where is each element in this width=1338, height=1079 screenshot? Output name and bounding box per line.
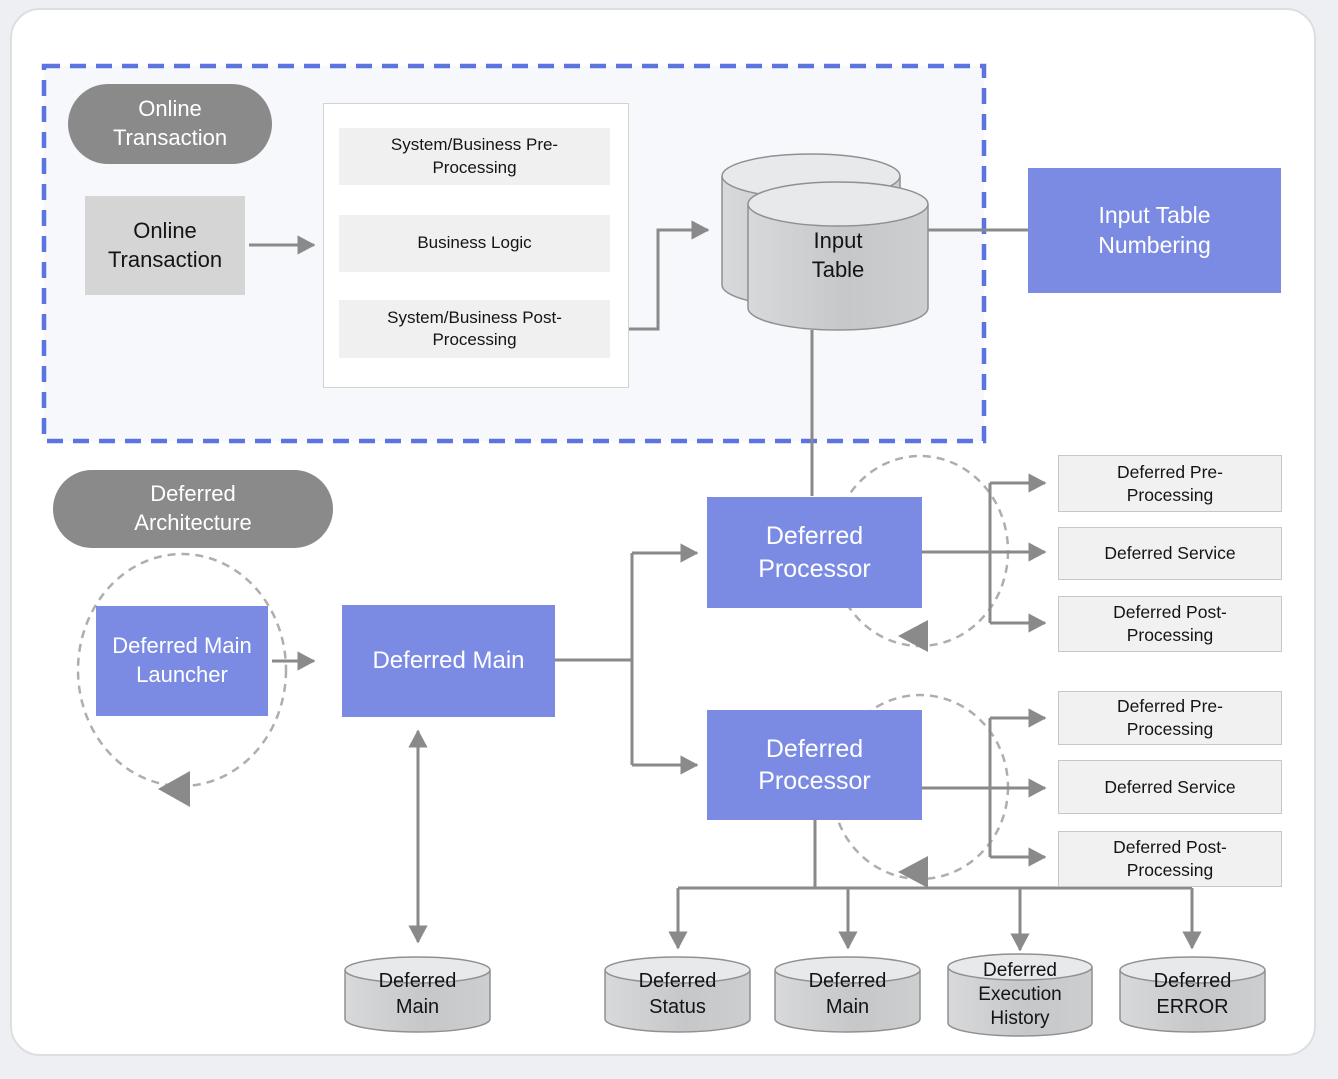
connector-lines <box>249 220 1202 952</box>
deferred-main-store-cylinder <box>344 956 491 1033</box>
deferred-main-box: Deferred Main <box>342 605 555 717</box>
processor-top-loop-arrowhead <box>898 620 928 652</box>
online-transaction-section-pill: Online Transaction <box>68 84 272 164</box>
deferred-pre-processing-top-box: Deferred Pre- Processing <box>1058 455 1282 512</box>
deferred-main-mid-store-cylinder <box>774 956 921 1033</box>
pipeline-pre-processing-box: System/Business Pre- Processing <box>339 128 610 185</box>
deferred-main-launcher-box: Deferred Main Launcher <box>96 606 268 716</box>
deferred-architecture-section-pill: Deferred Architecture <box>53 470 333 548</box>
deferred-history-store-label: Deferred Execution History <box>978 960 1062 1029</box>
deferred-post-processing-bottom-box: Deferred Post- Processing <box>1058 831 1282 887</box>
deferred-error-store-label: Deferred ERROR <box>1153 970 1232 1018</box>
deferred-pre-processing-bottom-box: Deferred Pre- Processing <box>1058 691 1282 745</box>
input-table-cylinder <box>721 153 929 331</box>
deferred-post-processing-top-box: Deferred Post- Processing <box>1058 596 1282 652</box>
processor-bottom-loop-arrowhead <box>898 856 928 888</box>
deferred-service-top-box: Deferred Service <box>1058 527 1282 580</box>
deferred-status-store-label: Deferred Status <box>638 970 717 1018</box>
online-transaction-source-box: Online Transaction <box>85 196 245 295</box>
input-table-numbering-box: Input Table Numbering <box>1028 168 1281 293</box>
launcher-loop-arrowhead <box>158 771 190 807</box>
deferred-main-mid-store-label: Deferred Main <box>808 970 887 1018</box>
deferred-error-store-cylinder <box>1119 956 1266 1033</box>
pipeline-business-logic-box: Business Logic <box>339 215 610 272</box>
deferred-main-store-label: Deferred Main <box>378 970 457 1018</box>
deferred-processor-top-box: Deferred Processor <box>707 497 922 608</box>
deferred-status-store-cylinder <box>604 956 751 1033</box>
pipeline-post-processing-box: System/Business Post- Processing <box>339 300 610 358</box>
deferred-history-store-cylinder <box>947 953 1093 1037</box>
deferred-service-bottom-box: Deferred Service <box>1058 760 1282 814</box>
arrow-post-to-input-table <box>610 220 710 331</box>
deferred-processor-bottom-box: Deferred Processor <box>707 710 922 820</box>
input-table-label: Input Table <box>811 227 865 282</box>
